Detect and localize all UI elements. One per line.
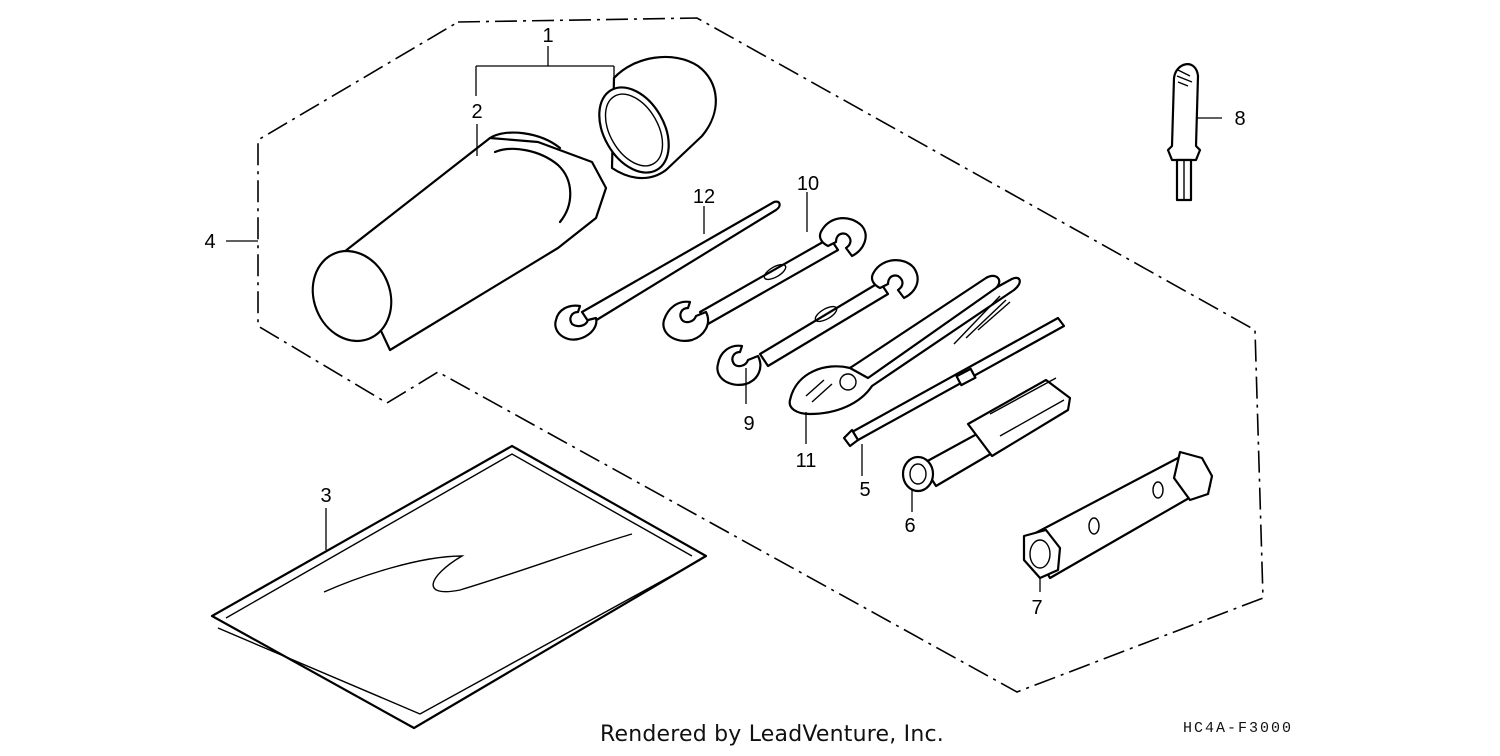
callout-2: 2 [471, 101, 482, 123]
wrench-10 [662, 217, 867, 342]
kit-boundary [257, 17, 1264, 693]
screwdriver-shaft-5 [842, 316, 1066, 448]
wrench-12 [554, 200, 781, 341]
callout-12: 12 [693, 186, 715, 208]
callout-4: 4 [204, 231, 215, 253]
callout-6: 6 [904, 515, 915, 537]
callout-3: 3 [320, 485, 331, 507]
callout-11: 11 [796, 450, 817, 472]
callout-7: 7 [1031, 597, 1042, 619]
document-bag-3 [210, 444, 708, 730]
callout-9: 9 [743, 413, 754, 435]
callout-10: 10 [797, 173, 819, 195]
spark-plug-wrench-7 [1022, 450, 1214, 580]
wrench-9 [716, 259, 919, 386]
render-credit: Rendered by LeadVenture, Inc. [600, 722, 944, 747]
callout-8: 8 [1234, 108, 1245, 130]
callout-1: 1 [542, 25, 553, 47]
leader-lines [226, 46, 1222, 592]
diagram-code: HC4A-F3000 [1183, 720, 1294, 737]
tool-case-cap [598, 55, 717, 180]
callout-5: 5 [859, 479, 870, 501]
screwdriver-handle [1166, 63, 1202, 202]
pliers-11 [788, 274, 1021, 416]
socket-wrench-6 [901, 377, 1072, 493]
tool-case-tube [311, 131, 608, 352]
